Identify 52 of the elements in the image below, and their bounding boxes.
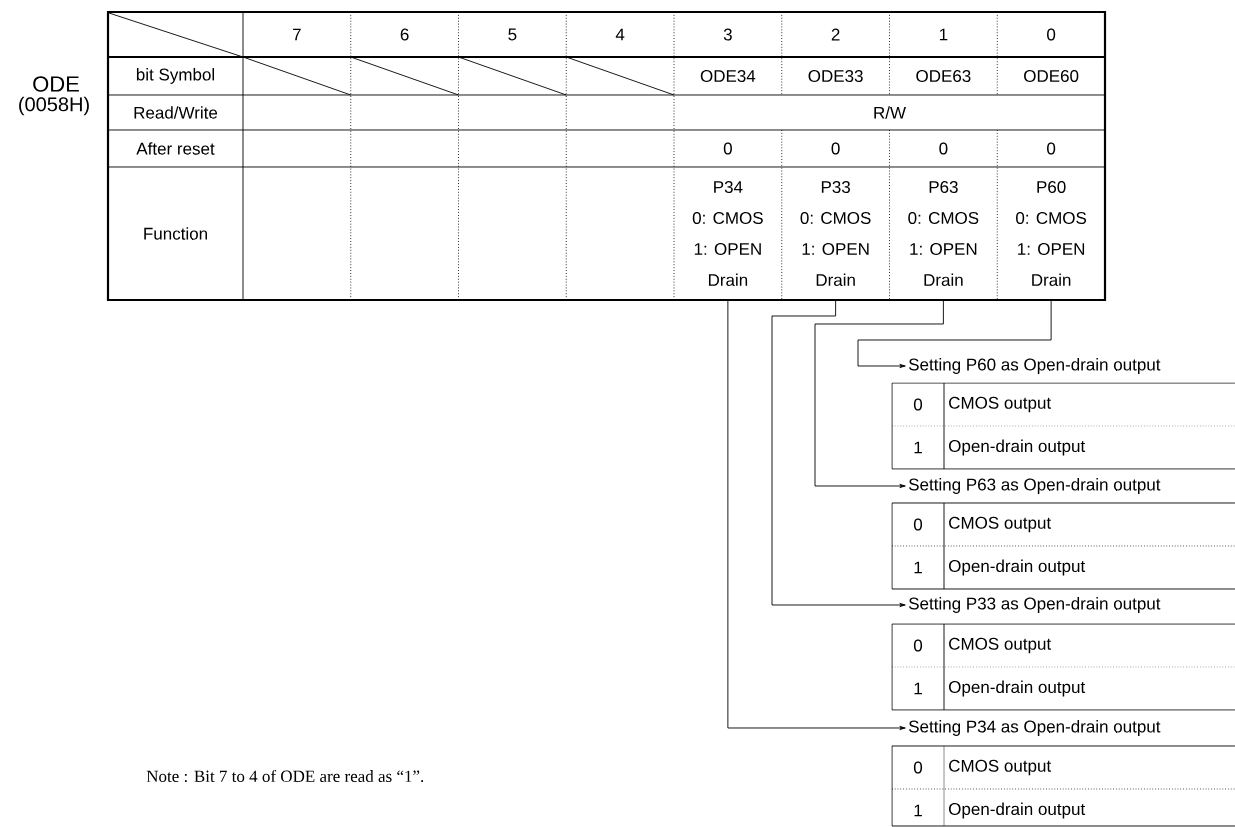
setting-caption: Setting P34 as Open-drain output bbox=[908, 720, 1161, 736]
register-name: ODE bbox=[33, 76, 79, 92]
option-description: CMOS output bbox=[949, 396, 1052, 413]
option-value: 0 bbox=[913, 639, 923, 652]
bit-symbol: ODE34 bbox=[700, 70, 756, 82]
setting-caption: Setting P63 as Open-drain output bbox=[908, 478, 1161, 494]
option-value: 0 bbox=[913, 518, 923, 531]
bit-number: 5 bbox=[508, 28, 517, 41]
access-value: R/W bbox=[874, 106, 906, 119]
bit-number: 6 bbox=[400, 28, 409, 41]
option-description: CMOS output bbox=[949, 637, 1052, 654]
setting-caption: Setting P33 as Open-drain output bbox=[908, 597, 1161, 613]
function-cell: P63 0: CMOS 1: OPEN Drain bbox=[908, 181, 979, 286]
option-description: Open-drain output bbox=[949, 559, 1086, 576]
reset-value: 0 bbox=[1047, 142, 1056, 155]
note-text: Note : Bit 7 to 4 of ODE are read as “1”. bbox=[146, 769, 424, 783]
reset-value: 0 bbox=[939, 142, 948, 155]
function-cell: P34 0: CMOS 1: OPEN Drain bbox=[692, 181, 763, 286]
function-cell: P33 0: CMOS 1: OPEN Drain bbox=[800, 181, 871, 286]
bit-number: 0 bbox=[1047, 28, 1056, 41]
option-description: CMOS output bbox=[949, 759, 1052, 776]
reset-value: 0 bbox=[831, 142, 840, 155]
option-description: Open-drain output bbox=[949, 802, 1086, 819]
option-description: CMOS output bbox=[949, 516, 1052, 533]
row-header: Read/Write bbox=[134, 106, 218, 119]
setting-caption: Setting P60 as Open-drain output bbox=[908, 358, 1161, 374]
arrow bbox=[771, 299, 906, 607]
option-value: 1 bbox=[914, 682, 922, 695]
arrow bbox=[727, 299, 906, 730]
option-value: 1 bbox=[914, 561, 922, 574]
option-value: 0 bbox=[913, 398, 923, 411]
row-header: After reset bbox=[136, 142, 215, 155]
bit-number: 2 bbox=[831, 28, 840, 41]
option-value: 0 bbox=[913, 761, 923, 774]
function-cell: P60 0: CMOS 1: OPEN Drain bbox=[1016, 181, 1087, 286]
bit-symbol: ODE33 bbox=[808, 70, 863, 82]
bit-symbol: ODE63 bbox=[916, 70, 971, 82]
row-header: bit Symbol bbox=[136, 68, 214, 84]
row-header: Function bbox=[144, 227, 207, 240]
register-address: (0058H) bbox=[19, 96, 89, 116]
bit-number: 1 bbox=[939, 28, 948, 41]
option-value: 1 bbox=[914, 804, 922, 817]
bit-number: 3 bbox=[723, 28, 732, 41]
arrow bbox=[814, 299, 944, 488]
option-value: 1 bbox=[914, 441, 922, 454]
bit-number: 4 bbox=[615, 28, 625, 41]
option-description: Open-drain output bbox=[949, 680, 1086, 697]
arrow bbox=[857, 299, 1052, 368]
bit-symbol: ODE60 bbox=[1024, 70, 1079, 82]
option-description: Open-drain output bbox=[949, 439, 1086, 456]
bit-number: 7 bbox=[293, 28, 301, 41]
reset-value: 0 bbox=[723, 142, 732, 155]
